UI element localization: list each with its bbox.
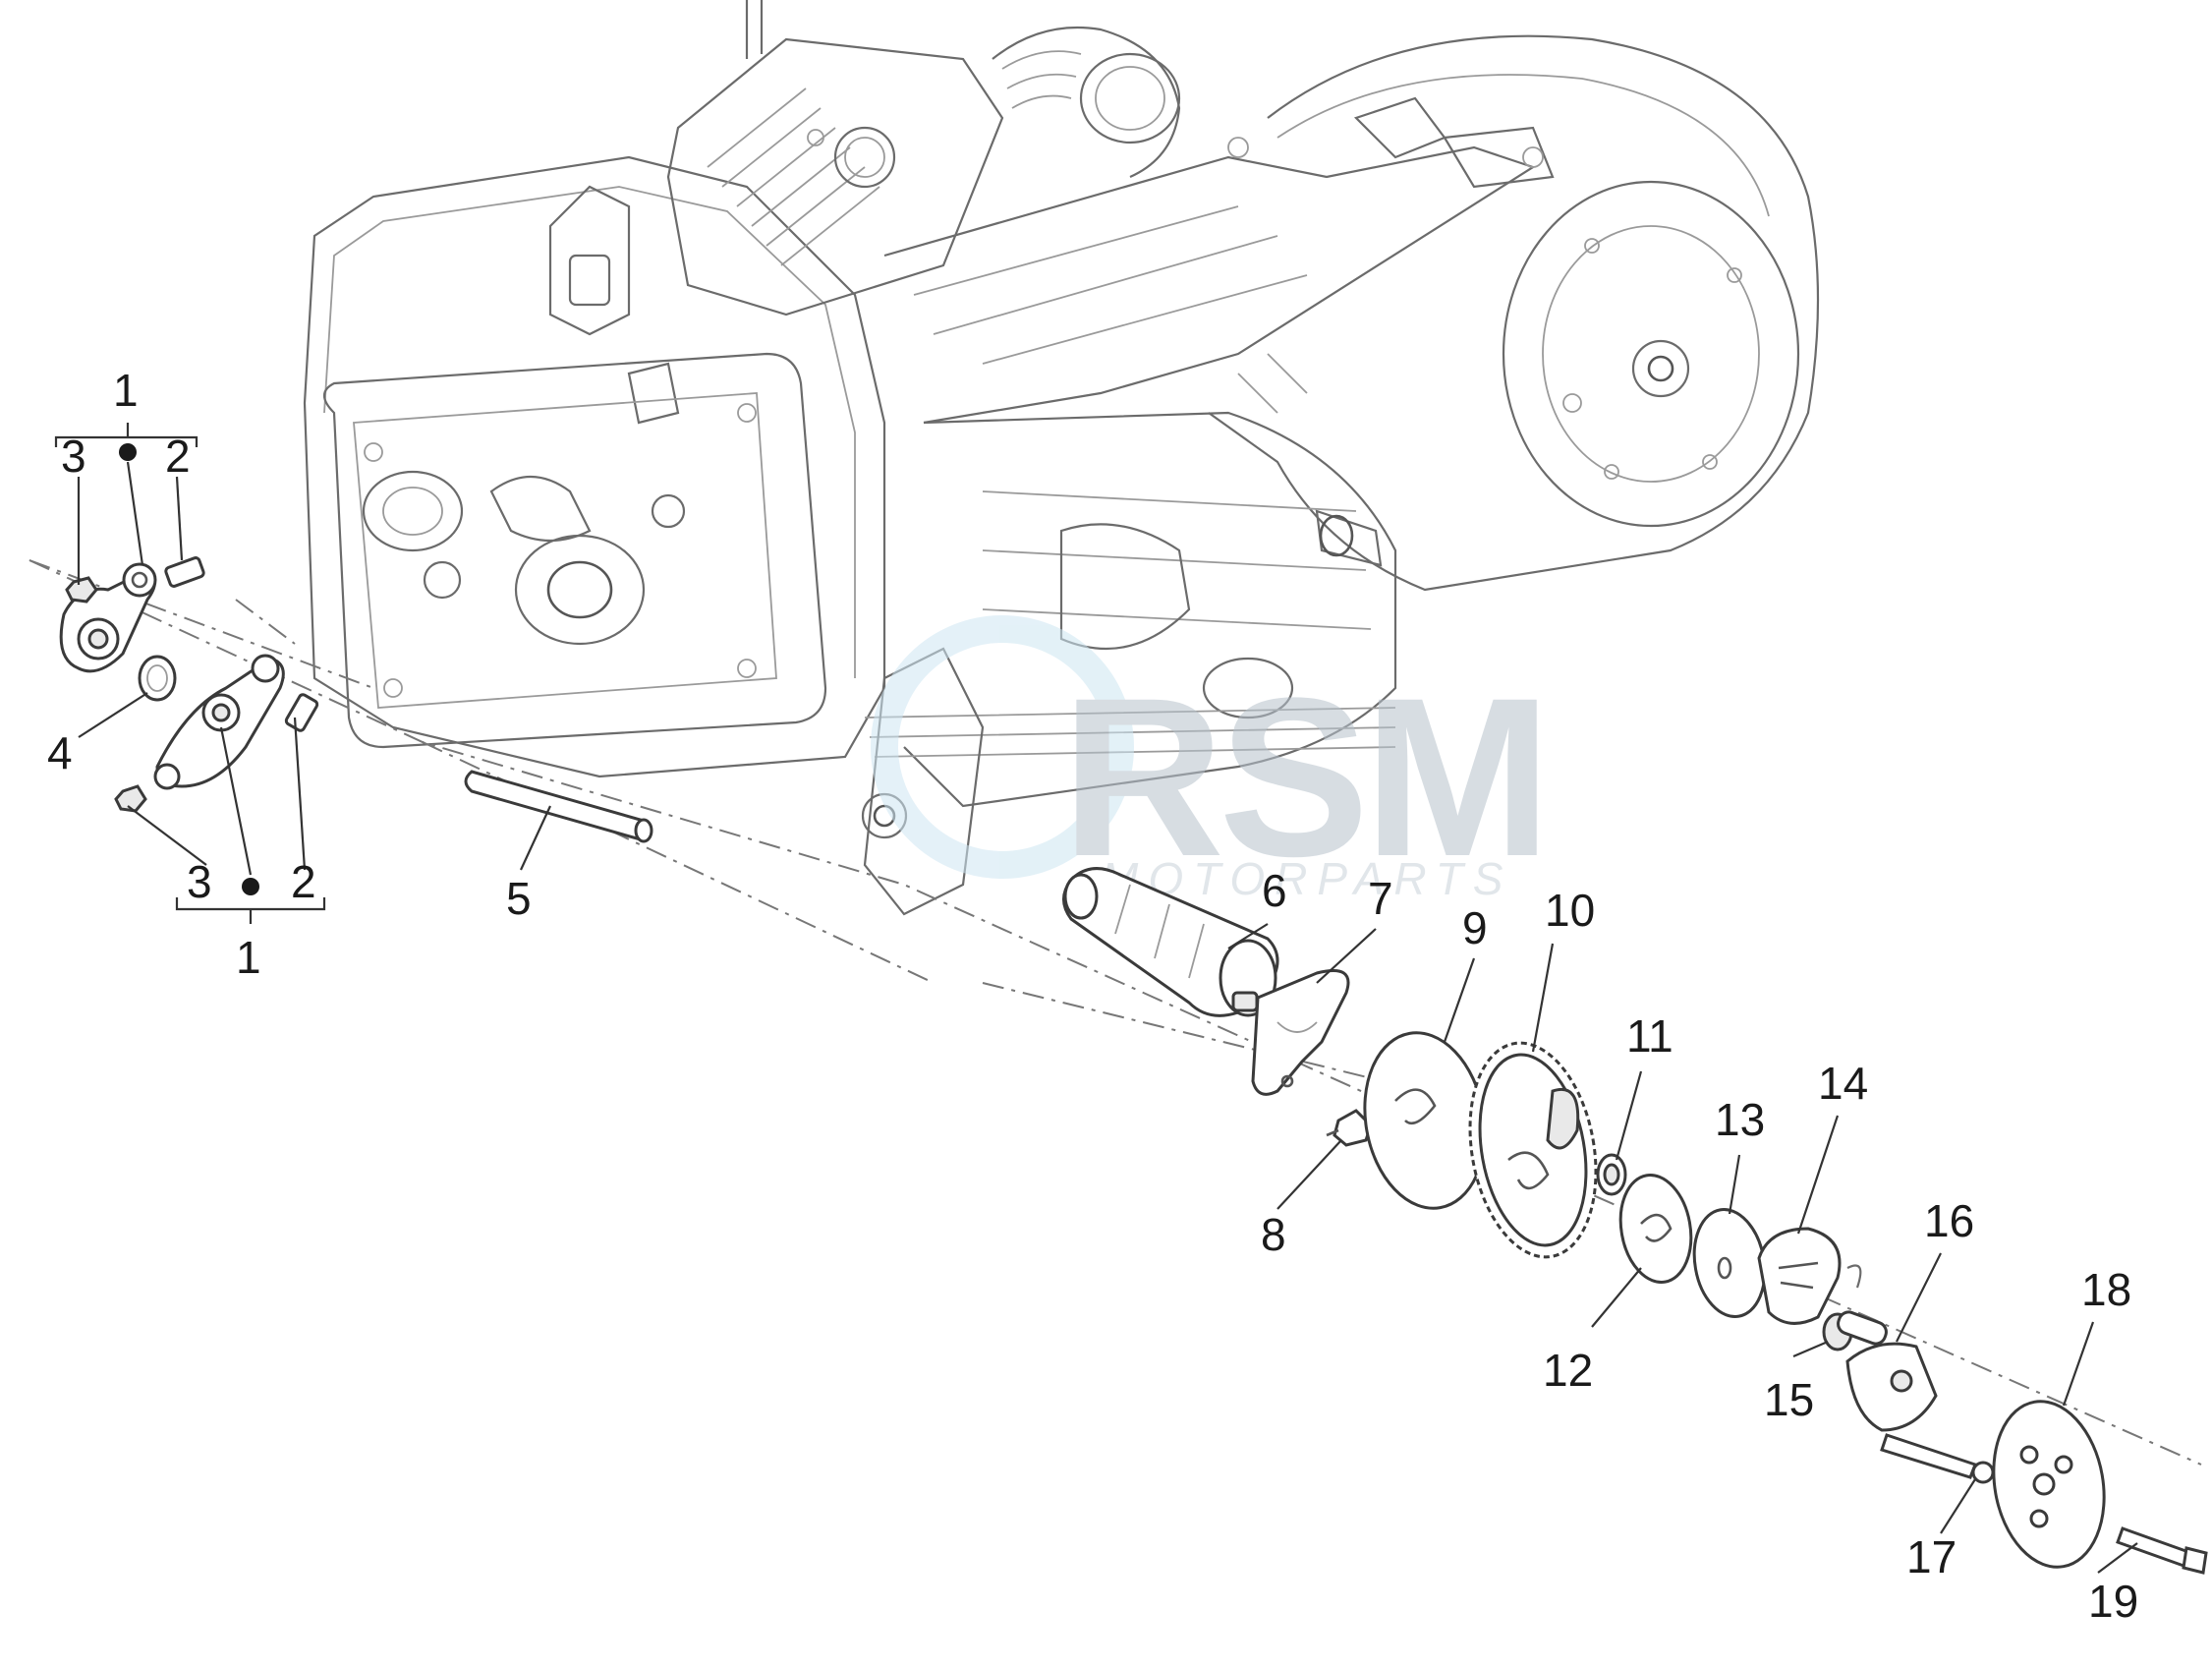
spacer-ring-11 xyxy=(1596,1153,1627,1196)
group-dot-upper xyxy=(119,443,137,461)
nut-upper xyxy=(65,576,98,604)
callout-15: 15 xyxy=(1764,1374,1814,1425)
timing-sprocket-10 xyxy=(1468,1041,1598,1259)
callout-2-bottom: 2 xyxy=(291,856,316,907)
rocker-shaft-pin xyxy=(464,770,653,843)
watermark-brand-text: RSM xyxy=(1061,651,1546,903)
callout-10: 10 xyxy=(1545,885,1595,936)
callout-3-top: 3 xyxy=(61,431,86,482)
callout-4: 4 xyxy=(47,727,73,778)
callout-2-top: 2 xyxy=(165,431,191,482)
callout-9: 9 xyxy=(1462,902,1488,953)
callout-18: 18 xyxy=(2081,1264,2131,1315)
callout-8: 8 xyxy=(1261,1209,1286,1260)
decompressor-lever-16 xyxy=(1837,1310,1938,1432)
engine-assembly-drawing xyxy=(303,0,1820,916)
callout-7: 7 xyxy=(1368,873,1393,924)
bolt-17 xyxy=(1880,1433,1995,1484)
washer-13 xyxy=(1692,1207,1767,1319)
watermark-logo: RSM MOTORPARTS xyxy=(871,615,1552,904)
callout-16: 16 xyxy=(1924,1195,1974,1246)
decompressor-weight-14 xyxy=(1757,1227,1862,1325)
washer-12 xyxy=(1618,1173,1693,1285)
washer-ring xyxy=(138,655,177,702)
adjuster-screw-upper xyxy=(164,556,205,588)
bolt-8 xyxy=(1326,1109,1373,1147)
callout-1-bottom: 1 xyxy=(236,932,261,983)
bolt-19 xyxy=(2116,1526,2208,1575)
rocker-arm-lower xyxy=(153,654,285,790)
callout-11: 11 xyxy=(1626,1010,1673,1062)
callout-13: 13 xyxy=(1715,1094,1765,1145)
group-dot-lower xyxy=(242,878,259,895)
callout-1-top: 1 xyxy=(113,365,139,416)
callout-5: 5 xyxy=(506,873,532,924)
callout-14: 14 xyxy=(1818,1058,1868,1109)
callout-3-bottom: 3 xyxy=(187,856,212,907)
leader-lines xyxy=(54,423,2138,1574)
cam-retaining-plate xyxy=(1251,969,1350,1096)
callout-6: 6 xyxy=(1262,865,1287,916)
camshaft xyxy=(1062,867,1279,1017)
callout-labels: 1 3 2 4 3 2 1 5 6 7 8 9 10 11 12 13 14 1… xyxy=(47,365,2138,1627)
callout-19: 19 xyxy=(2088,1576,2138,1627)
callout-17: 17 xyxy=(1906,1531,1957,1582)
adjuster-screw-lower xyxy=(284,693,319,732)
callout-12: 12 xyxy=(1543,1345,1593,1396)
pulley-cover-18 xyxy=(1992,1400,2106,1569)
